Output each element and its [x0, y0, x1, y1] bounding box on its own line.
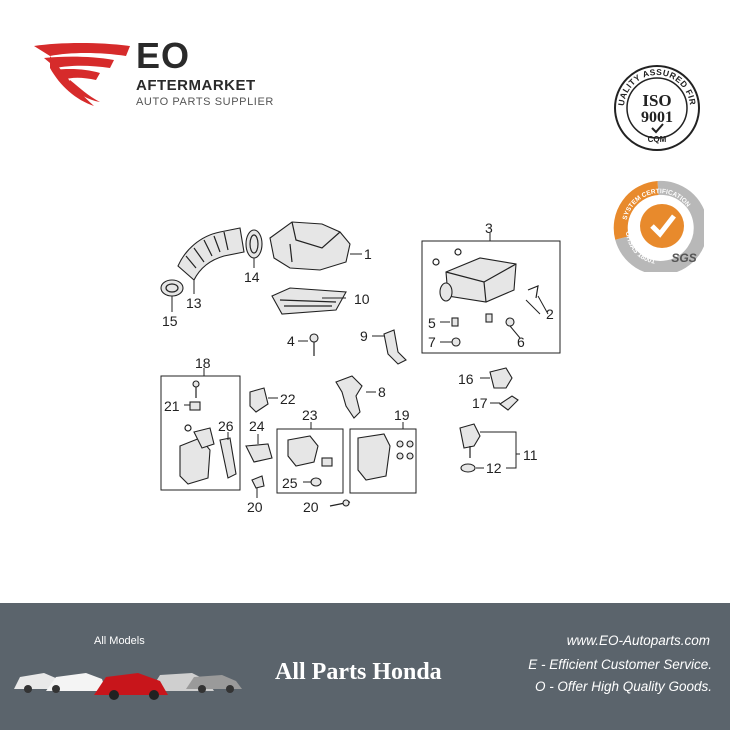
sensor-16-part — [480, 367, 513, 389]
iso-9001-badge: QUALITY ASSURED FIRM ISO 9001 CQM — [612, 62, 700, 151]
clip-20-bottom-part — [329, 499, 351, 507]
iso-sub: CQM — [648, 135, 667, 144]
callout-9: 9 — [360, 328, 368, 344]
brand-line2: AUTO PARTS SUPPLIER — [136, 96, 274, 108]
callout-25: 25 — [282, 475, 298, 491]
check-icon — [651, 123, 664, 134]
hose-26-part — [219, 432, 237, 479]
parts-diagram: 1 2 3 4 5 6 7 8 9 10 11 12 13 14 15 16 1… — [160, 220, 561, 515]
callout-18: 18 — [195, 355, 211, 371]
callout-22: 22 — [280, 391, 296, 407]
sensor-11-part — [459, 423, 520, 473]
callout-26: 26 — [218, 418, 234, 434]
callout-24: 24 — [249, 418, 265, 434]
box-23 — [276, 422, 344, 494]
callout-21: 21 — [164, 398, 180, 414]
callout-2: 2 — [546, 306, 554, 322]
website-link[interactable]: www.EO-Autoparts.com — [566, 633, 710, 648]
car-lineup-image — [14, 673, 242, 700]
callout-14: 14 — [244, 269, 260, 285]
band-15-part — [160, 279, 184, 312]
air-cleaner-case-box — [421, 233, 561, 354]
callout-3: 3 — [485, 220, 493, 236]
sgs-mark: SGS — [671, 251, 696, 265]
all-models-label: All Models — [94, 635, 145, 647]
bolt-4-part — [298, 333, 319, 356]
tagline-e: E - Efficient Customer Service. — [528, 657, 712, 672]
callout-23: 23 — [302, 407, 318, 423]
brand-name: EO — [136, 35, 191, 76]
callout-15: 15 — [162, 313, 178, 329]
check-icon — [650, 214, 676, 238]
callout-4: 4 — [287, 333, 295, 349]
iso-number: 9001 — [641, 109, 673, 126]
callout-19: 19 — [394, 407, 410, 423]
footer-title: All Parts Honda — [275, 659, 442, 685]
callout-11: 11 — [523, 447, 538, 463]
bracket-9-part — [372, 329, 407, 365]
box-19 — [349, 422, 417, 494]
callout-16: 16 — [458, 371, 474, 387]
callout-6: 6 — [517, 334, 525, 350]
iso-main: ISO — [642, 91, 671, 110]
intake-tube-part — [177, 227, 245, 294]
callout-8: 8 — [378, 384, 386, 400]
callout-17: 17 — [472, 395, 488, 411]
callout-20a: 20 — [247, 499, 263, 515]
callout-13: 13 — [186, 295, 202, 311]
callout-20b: 20 — [303, 499, 319, 515]
resonator-8-part — [335, 375, 376, 419]
ring-14-part — [245, 229, 263, 268]
callout-1: 1 — [364, 246, 372, 262]
brand-line1: AFTERMARKET — [136, 77, 256, 94]
resonator-box-18 — [160, 368, 241, 491]
callout-12: 12 — [486, 460, 502, 476]
sgs-ohsas-badge: SYSTEM CERTIFICATION OHSAS 18001 SGS — [613, 180, 704, 272]
seal-17-part — [490, 395, 519, 411]
duct-24-part — [245, 434, 273, 463]
footer-banner: All Models All Parts Honda www.EO-Autopa… — [0, 603, 730, 730]
callout-5: 5 — [428, 315, 436, 331]
tagline-o: O - Offer High Quality Goods. — [534, 679, 712, 694]
eo-wing-logo-icon — [34, 43, 130, 106]
tube-22-part — [249, 387, 278, 413]
callout-10: 10 — [354, 291, 370, 307]
air-filter-part — [271, 287, 347, 315]
callout-7: 7 — [428, 334, 436, 350]
clip-20-left-part — [251, 475, 265, 498]
header: EO AFTERMARKET AUTO PARTS SUPPLIER QUALI… — [0, 0, 730, 272]
air-cleaner-cover-part — [269, 221, 362, 271]
